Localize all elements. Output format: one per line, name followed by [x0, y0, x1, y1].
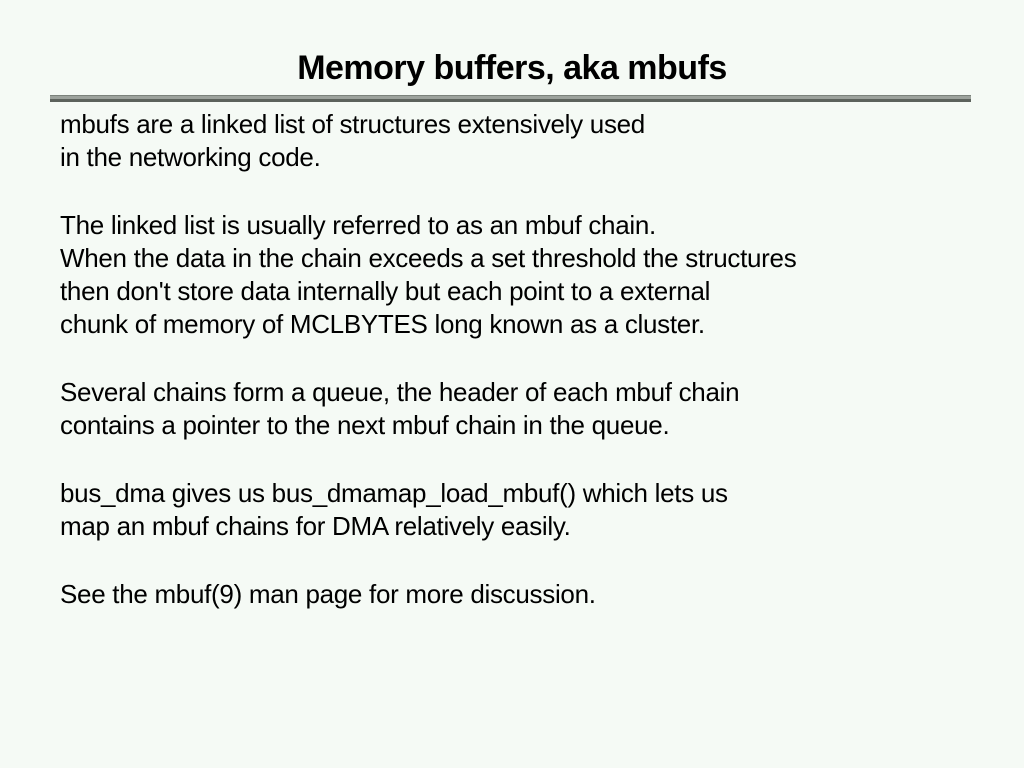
slide-body: mbufs are a linked list of structures ex…: [0, 102, 1024, 611]
slide-title: Memory buffers, aka mbufs: [297, 49, 727, 87]
body-line: chunk of memory of MCLBYTES long known a…: [60, 309, 705, 339]
body-line: When the data in the chain exceeds a set…: [60, 243, 797, 273]
title-rule: [50, 95, 971, 102]
paragraph: See the mbuf(9) man page for more discus…: [60, 578, 1024, 611]
paragraph: The linked list is usually referred to a…: [60, 209, 1024, 341]
body-line: bus_dma gives us bus_dmamap_load_mbuf() …: [60, 478, 728, 508]
paragraph: mbufs are a linked list of structures ex…: [60, 108, 1024, 174]
paragraph: bus_dma gives us bus_dmamap_load_mbuf() …: [60, 477, 1024, 543]
body-line: See the mbuf(9) man page for more discus…: [60, 579, 596, 609]
body-line: map an mbuf chains for DMA relatively ea…: [60, 511, 571, 541]
paragraph: Several chains form a queue, the header …: [60, 376, 1024, 442]
body-line: in the networking code.: [60, 142, 321, 172]
body-line: mbufs are a linked list of structures ex…: [60, 109, 645, 139]
body-line: then don't store data internally but eac…: [60, 276, 711, 306]
body-line: contains a pointer to the next mbuf chai…: [60, 410, 670, 440]
body-line: Several chains form a queue, the header …: [60, 377, 740, 407]
body-line: The linked list is usually referred to a…: [60, 210, 656, 240]
